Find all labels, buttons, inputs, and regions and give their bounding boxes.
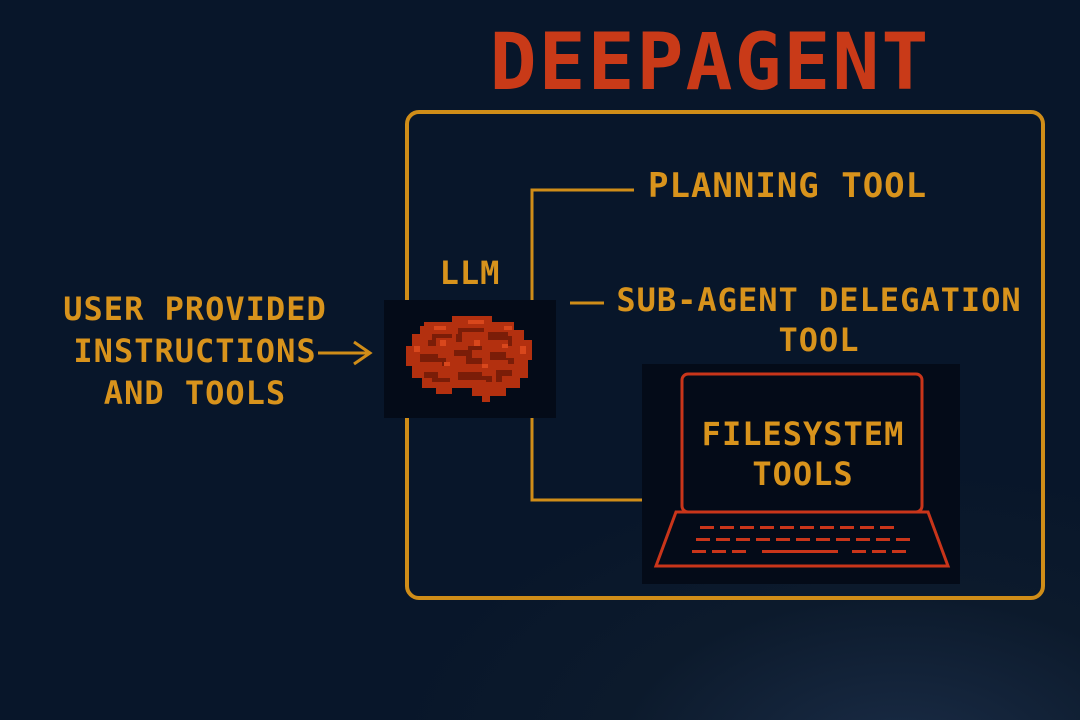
subagent-tool-label: SUB-AGENT DELEGATION TOOL (612, 280, 1026, 360)
filesystem-tools-label: FILESYSTEM TOOLS (688, 414, 918, 494)
llm-label: LLM (439, 254, 501, 292)
arrow-right-icon (318, 340, 373, 366)
llm-node (384, 300, 556, 418)
subagent-tool-label-line: TOOL (778, 321, 860, 359)
filesystem-connector (530, 418, 642, 502)
input-label-line: INSTRUCTIONS (73, 332, 317, 370)
brain-icon (406, 316, 532, 402)
filesystem-tools-label-line: FILESYSTEM (701, 415, 905, 453)
input-label-line: AND TOOLS (103, 374, 287, 412)
filesystem-tools-label-line: TOOLS (752, 455, 854, 493)
subagent-tool-label-line: SUB-AGENT DELEGATION (616, 281, 1022, 319)
filesystem-node (642, 364, 960, 584)
input-label-line: USER PROVIDED (63, 290, 327, 328)
input-label: USER PROVIDED INSTRUCTIONS AND TOOLS (40, 288, 350, 414)
laptop-icon (653, 372, 951, 568)
diagram-title: DEEPAGENT (489, 18, 931, 108)
planning-connector (530, 188, 634, 300)
planning-tool-label: PLANNING TOOL (648, 166, 928, 206)
